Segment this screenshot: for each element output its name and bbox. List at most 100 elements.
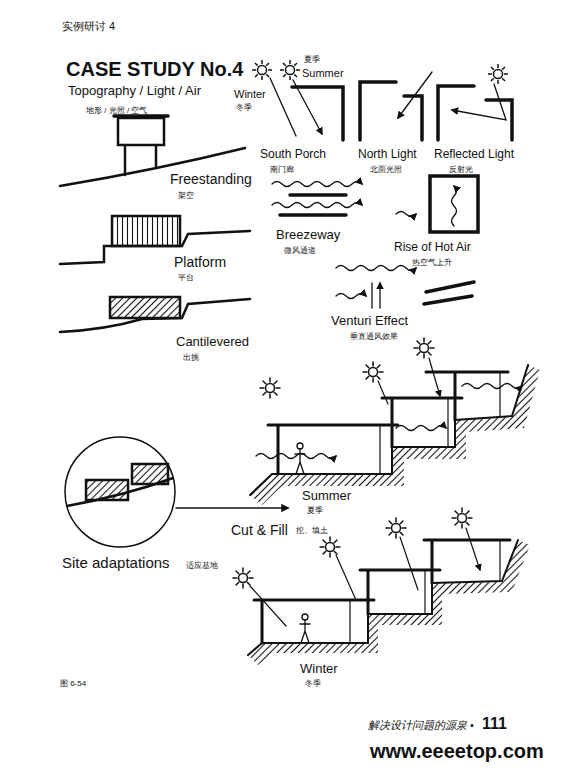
- running-footer: 解决设计问题的源泉: [368, 719, 467, 732]
- summer-section-part: [250, 365, 540, 505]
- sketch-label: Platform: [174, 254, 226, 270]
- platform-sketch-part: [112, 216, 180, 246]
- sketch-label-cn: 微风通道: [284, 246, 316, 255]
- freestanding-sketch-part: [125, 145, 156, 175]
- winter-section-part: [233, 568, 253, 588]
- summer-section-part: [380, 372, 500, 474]
- breezeway-sketch-part: [272, 203, 362, 208]
- south-porch-sketch: [270, 78, 343, 140]
- figure-number: 图 6-54: [60, 679, 86, 688]
- cantilever-sketch: [60, 297, 250, 332]
- north-light-sketch: [360, 72, 432, 140]
- cut-fill-sketch-part: [132, 464, 168, 484]
- sketch-label-cn: 垂直通风效果: [350, 332, 398, 341]
- season-label: Winter: [234, 88, 266, 101]
- sketch-label: Cantilevered: [176, 335, 249, 350]
- hot-air-sketch-part: [396, 212, 416, 217]
- winter-section-part: [248, 540, 518, 655]
- venturi-sketch-part: [336, 294, 366, 299]
- winter-section-part: [248, 540, 530, 665]
- summer-section-part: [378, 358, 440, 404]
- venturi-sketch-part: [372, 283, 380, 308]
- sketch-label-cn: 挖、填土: [296, 526, 328, 535]
- sketch-label-cn: 热空气上升: [412, 258, 452, 267]
- winter-section-part: [300, 620, 310, 643]
- summer-section-part: [297, 443, 303, 449]
- summer-section-part: [268, 372, 508, 474]
- hot-air-sketch-part: [430, 176, 478, 232]
- sketch-label-cn: 出挑: [183, 353, 199, 362]
- sketch-label-cn: 架空: [178, 191, 194, 200]
- section-label: Summer: [302, 489, 351, 504]
- venturi-sketch-part: [424, 282, 474, 304]
- summer-section-part: [396, 426, 446, 431]
- hot-air-sketch-part: [452, 186, 457, 226]
- winter-section-part: [254, 540, 510, 643]
- summer-section-part: [260, 378, 280, 398]
- page-number: 111: [482, 715, 507, 733]
- sketch-label-cn: 北面光照: [370, 165, 402, 174]
- winter-section-part: [302, 614, 308, 620]
- summer-section-part: [250, 365, 528, 495]
- cut-fill-sketch-part: [86, 480, 128, 500]
- breezeway-sketch: [272, 182, 362, 216]
- venturi-sketch: [336, 266, 474, 309]
- section-label-cn: 冬季: [305, 679, 321, 688]
- sun-symbol-part: [252, 60, 272, 80]
- winter-section-part: [350, 540, 500, 643]
- north-light-sketch-part: [360, 82, 422, 140]
- cantilever-sketch-part: [110, 297, 180, 318]
- winter-section-part: [452, 508, 472, 528]
- season-label: Summer: [302, 67, 344, 80]
- breezeway-sketch-part: [272, 182, 362, 187]
- sketch-label-cn: 反射光: [449, 165, 473, 174]
- summer-section-part: [363, 362, 383, 382]
- hot-air-sketch: [396, 176, 478, 232]
- sun-symbol-part: [488, 64, 508, 84]
- sketch-label: South Porch: [260, 148, 326, 162]
- sketch-label: Freestanding: [170, 171, 252, 187]
- sketch-label: Breezeway: [276, 228, 340, 243]
- breezeway-sketch-part: [280, 195, 346, 215]
- title-text: CASE STUDY No.4: [66, 58, 243, 81]
- summer-section-part: [462, 384, 522, 389]
- cut-fill-sketch-part: [65, 437, 175, 547]
- summer-section: [250, 338, 540, 505]
- sketch-label-cn: 平台: [178, 273, 194, 282]
- group-label: Site adaptations: [62, 554, 170, 571]
- winter-section-part: [250, 528, 480, 626]
- reflected-light-sketch-part: [452, 84, 506, 120]
- sketch-label: Rise of Hot Air: [394, 241, 471, 255]
- section-label: Winter: [300, 662, 338, 677]
- sun-symbol-part: [280, 60, 300, 80]
- subtitle-cn: 地形 / 光照 / 空气: [86, 106, 147, 115]
- season-cn: 冬季: [236, 103, 252, 112]
- summer-section-part: [414, 338, 434, 358]
- winter-section-part: [320, 537, 340, 557]
- venturi-sketch-part: [336, 266, 416, 271]
- section-label-cn: 夏季: [307, 506, 323, 515]
- sketch-label: Reflected Light: [434, 148, 514, 162]
- sketch-label: Venturi Effect: [331, 314, 408, 329]
- cut-fill-sketch-part: [176, 507, 288, 508]
- group-label-cn: 适应基地: [186, 561, 218, 570]
- north-light-sketch-part: [398, 72, 432, 118]
- chapter-tag: 实例研讨 4: [62, 20, 115, 33]
- winter-section-part: [386, 518, 406, 538]
- south-porch-sketch-part: [270, 78, 322, 136]
- south-porch-sketch-part: [292, 87, 343, 140]
- sketch-label: Cut & Fill: [231, 522, 288, 538]
- sketch-label: North Light: [358, 148, 417, 162]
- summer-section-part: [295, 449, 305, 474]
- season-cn: 夏季: [304, 55, 320, 64]
- sketch-label-cn: 南门廊: [270, 165, 294, 174]
- footer-bullet: •: [470, 719, 474, 732]
- freestanding-sketch-part: [118, 118, 164, 145]
- summer-section-part: [256, 454, 336, 459]
- reflected-light-sketch-part: [438, 86, 512, 140]
- reflected-light-sketch: [438, 84, 512, 140]
- watermark: www.eeeetop.com: [370, 740, 544, 763]
- subtitle: Topography / Light / Air: [68, 84, 201, 99]
